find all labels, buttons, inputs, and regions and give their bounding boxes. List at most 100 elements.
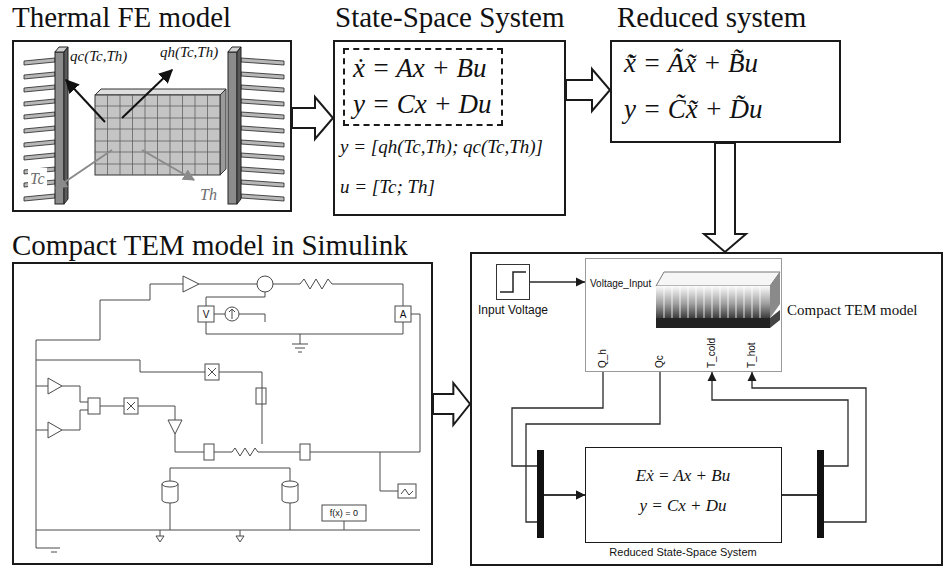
simulink-schematic [175, 434, 204, 452]
simulink-schematic [150, 284, 183, 285]
simulink-schematic [160, 530, 240, 536]
heat-sink-left [24, 47, 68, 204]
fe-mesh-block [220, 89, 226, 175]
port-label: Voltage_Input [590, 277, 651, 290]
heat-flow-label: qh(Tc,Th) [160, 42, 218, 62]
step-block: Input Voltage [496, 264, 530, 300]
simulink-schematic [310, 452, 420, 453]
heat-sink-right [237, 47, 241, 204]
simulink-schematic [257, 276, 273, 292]
block-label: Input Voltage [478, 302, 548, 318]
panel-title: Reduced system [617, 0, 806, 34]
simulink-schematic [204, 444, 214, 460]
simulink-schematic [124, 398, 138, 414]
panel-title: State-Space System [335, 0, 565, 34]
port-label: Q_h [597, 349, 609, 368]
state-space-block: Eẋ = Ax + Buy = Cx + DuReduced State-Spa… [585, 447, 782, 543]
state-equation: x̃̇ = Ãx̃ + B̃u [624, 46, 758, 81]
simulink-schematic [380, 452, 398, 491]
heat-sink-right [228, 52, 237, 204]
block-label: Reduced State-Space System [609, 545, 756, 559]
temperature-arrow [56, 150, 194, 188]
simulink-schematic [344, 521, 345, 530]
simulink-schematic [36, 530, 420, 531]
simulink-schematic [36, 548, 60, 552]
equation-box: ẋ = Ax + Buy = Cx + Du [343, 48, 503, 126]
tem-device-picture [656, 286, 770, 318]
input-equation: u = [Tc; Th] [340, 174, 435, 199]
state-equation: ẋ = Ax + Bu [353, 51, 486, 86]
signal-wire [530, 281, 585, 282]
state-space-panel: State-Space Systemy = [qh(Tc,Th); qc(Tc,… [333, 40, 566, 216]
flux-arrow [66, 80, 105, 122]
simulink-schematic [229, 309, 235, 319]
simulink-schematic [168, 420, 182, 434]
simulink-schematic [214, 314, 265, 322]
simulink-schematic [36, 386, 48, 430]
simulink-schematic [198, 306, 214, 322]
step-icon [500, 272, 526, 292]
simulation-panel: Input VoltageCompact TEM modelVoltage_In… [470, 252, 943, 566]
model-panel: Thermal FE model [12, 40, 292, 212]
simulink-schematic [273, 279, 403, 306]
fe-mesh-block [95, 89, 226, 175]
panel-title: Compact TEM model in Simulink [12, 230, 408, 260]
flow-arrow [704, 143, 746, 252]
simulink-schematic [395, 306, 411, 322]
output-equation: y = C̃x̃ + D̃u [624, 92, 762, 127]
simulink-schematic [36, 360, 205, 372]
simulink-schematic [36, 284, 150, 548]
simulink-schematic [411, 314, 420, 452]
simulink-schematic [170, 468, 290, 481]
simulink-schematic [88, 398, 100, 414]
flow-arrow [433, 383, 470, 425]
simulink-schematic [214, 448, 300, 456]
simulink-schematic [401, 489, 413, 495]
simulink-schematic [199, 284, 257, 285]
port-label: T_cold [706, 338, 718, 368]
reduced-panel: Reduced systemx̃̇ = Ãx̃ + B̃uy = C̃x̃ + … [610, 40, 841, 143]
simulink-schematic [62, 386, 88, 430]
simulink-schematic [138, 406, 175, 420]
temperature-label: Tc [28, 168, 47, 189]
simulink-schematic [127, 402, 135, 410]
simulink-schematic [206, 322, 403, 334]
tem-device-picture [770, 272, 780, 318]
flux-arrow [66, 70, 172, 122]
flux-arrow [122, 70, 172, 118]
output-equation: y = [qh(Tc,Th); qc(Tc,Th)] [340, 134, 543, 159]
tem-device-picture [664, 286, 760, 318]
simulink-schematic [208, 368, 216, 376]
block-label: Compact TEM model [787, 300, 918, 320]
simulink-schematic [48, 378, 62, 438]
flow-arrow [566, 69, 610, 111]
temperature-label: Th [198, 184, 219, 205]
simulink-schematic [205, 364, 219, 380]
mux-block [537, 450, 544, 538]
output-equation: y = Cx + Du [353, 87, 491, 122]
simulink-schematic [398, 484, 416, 498]
simulink-schematic [156, 536, 244, 542]
heat-sink-left [24, 58, 55, 201]
temperature-arrow [142, 150, 194, 180]
simulink-schematic [170, 503, 290, 530]
panel-title: Thermal FE model [12, 0, 231, 34]
simulink-schematic [219, 372, 262, 444]
step-icon [500, 272, 526, 292]
simulink-schematic [292, 334, 308, 352]
simulink-schematic [256, 388, 266, 404]
temperature-arrow [56, 150, 112, 188]
fe-mesh-block [95, 95, 220, 175]
fe-mesh-block [95, 89, 226, 95]
heat-sink-right [241, 58, 284, 201]
output-equation: y = Cx + Du [639, 495, 726, 517]
simulink-panel: Compact TEM model in Simulink [12, 262, 433, 565]
tem-block: Compact TEM modelVoltage_InputQ_hQcT_col… [585, 258, 782, 372]
tem-device-picture [770, 310, 780, 328]
tem-device-picture [656, 272, 780, 286]
heat-sink-left [55, 52, 64, 204]
tem-device-picture [656, 272, 780, 328]
